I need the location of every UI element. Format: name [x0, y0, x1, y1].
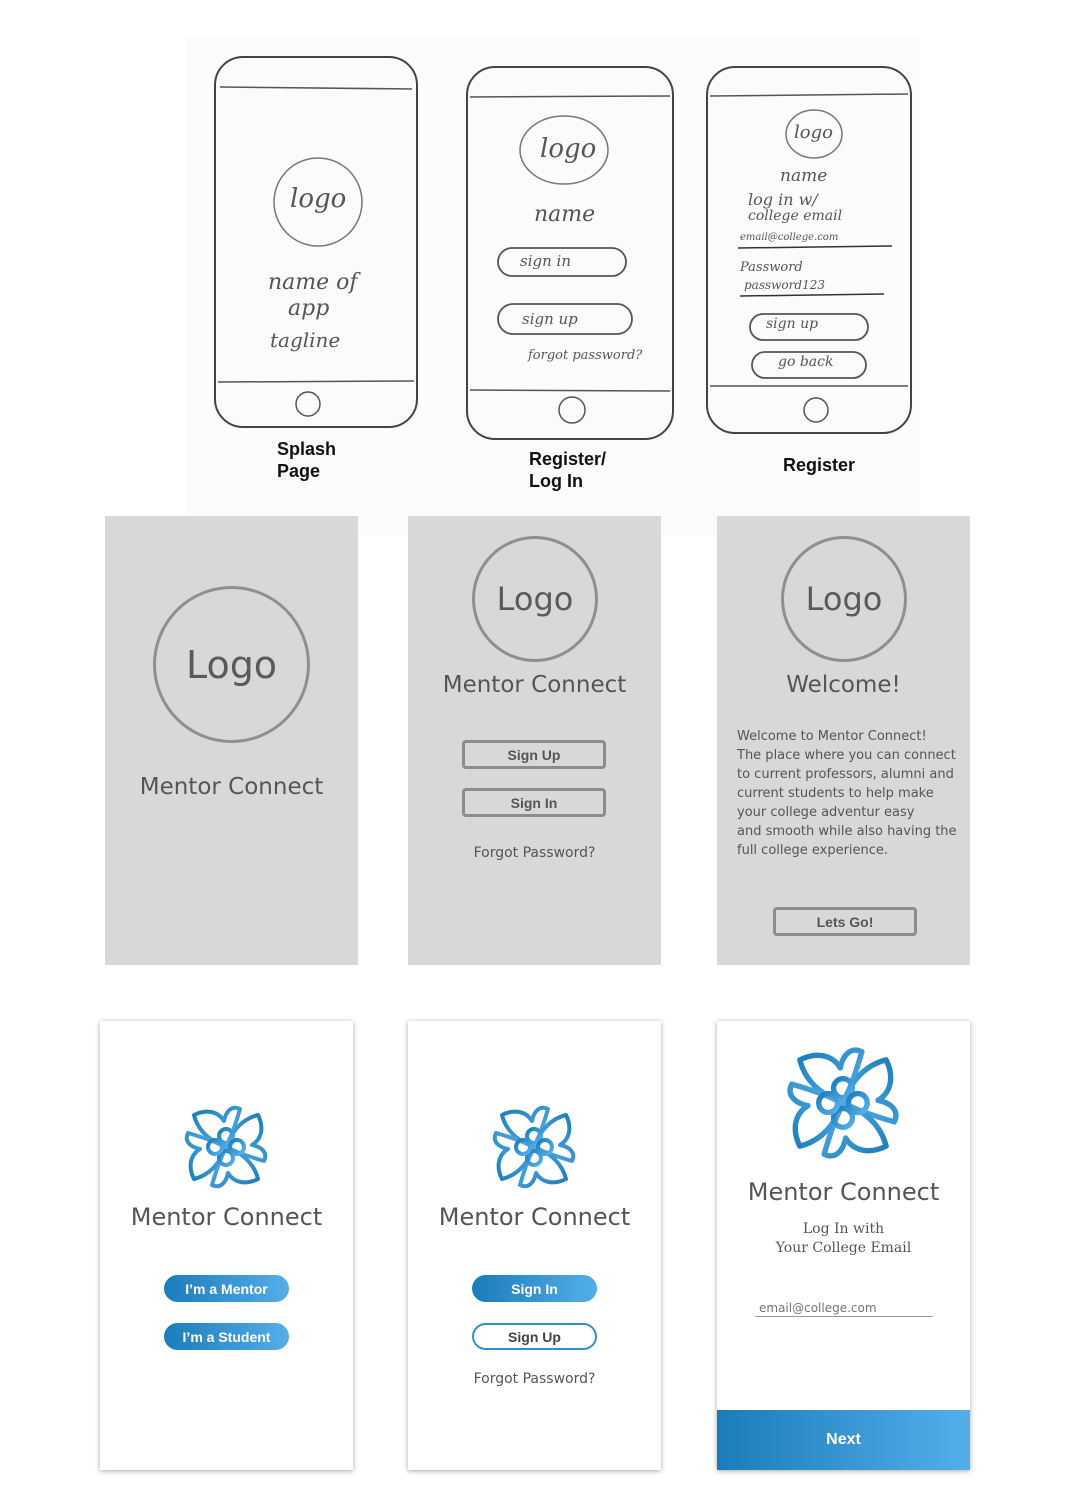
forgot-password-link[interactable]: Forgot Password?	[473, 1371, 596, 1387]
login-subtitle-1: Log In with	[802, 1221, 885, 1237]
sketch-sign-in: sign in	[520, 252, 571, 270]
app-title: Mentor Connect	[747, 1178, 940, 1206]
sketch-logo-text: logo	[794, 122, 833, 143]
sketch-phone-register: logo name log in w/ college email email@…	[704, 64, 914, 436]
sketch-line-3: tagline	[270, 328, 341, 352]
sketch-phone-splash: logo name of app tagline	[212, 54, 420, 430]
welcome-line: full college experience.	[737, 843, 889, 858]
sign-up-button[interactable]: Sign Up	[472, 1323, 597, 1350]
next-button[interactable]: Next	[717, 1410, 970, 1470]
sketch-phone-outline	[706, 66, 912, 434]
wireframe-splash: Logo Mentor Connect	[105, 516, 358, 965]
welcome-line: The place where you can connect	[737, 748, 956, 763]
sketch-phone-outline	[466, 66, 674, 440]
mentor-connect-logo-icon	[184, 1105, 268, 1189]
sketch-password-value: password123	[744, 278, 825, 292]
sketch-password-label: Password	[740, 260, 803, 275]
sketch-name-text: name	[780, 166, 828, 186]
app-title: Mentor Connect	[442, 672, 627, 698]
caption-register: Register	[783, 455, 856, 475]
sketch-phone-login: logo name sign in sign up forgot passwor…	[464, 64, 676, 442]
sketch-sign-up: sign up	[522, 310, 578, 328]
caption-register-login: Register/ Log In	[529, 449, 607, 491]
wireframe-login: Logo Mentor Connect Sign Up Sign In Forg…	[408, 516, 661, 965]
mockup-email-login: Mentor Connect Log In with Your College …	[717, 1021, 970, 1470]
welcome-line: your college adventur easy	[737, 805, 915, 820]
welcome-title: Welcome!	[786, 672, 901, 698]
app-title: Mentor Connect	[139, 774, 324, 800]
welcome-line: Welcome to Mentor Connect!	[737, 729, 927, 744]
sketch-email-value: email@college.com	[740, 232, 839, 243]
mentor-connect-logo-icon	[781, 1041, 905, 1165]
sketch-name-text: name	[534, 202, 596, 227]
app-title: Mentor Connect	[130, 1203, 323, 1231]
mentor-connect-logo-icon	[492, 1105, 576, 1189]
im-a-student-button[interactable]: I’m a Student	[164, 1323, 289, 1350]
sketch-sign-up: sign up	[766, 316, 819, 332]
login-subtitle-2: Your College Email	[775, 1240, 912, 1256]
sketch-logo-text: logo	[290, 184, 347, 214]
logo-placeholder: Logo	[472, 536, 598, 662]
welcome-line: to current professors, alumni and	[737, 767, 954, 782]
sketch-area	[186, 36, 920, 536]
logo-placeholder: Logo	[781, 536, 907, 662]
welcome-body: Welcome to Mentor Connect! The place whe…	[737, 727, 967, 860]
sketch-go-back: go back	[778, 354, 834, 370]
sketch-line-1: name of	[268, 270, 358, 295]
sketch-line-2: app	[288, 296, 330, 321]
sign-in-button[interactable]: Sign In	[462, 788, 606, 817]
sketch-phone-outline	[214, 56, 418, 428]
forgot-password-link[interactable]: Forgot Password?	[473, 845, 596, 861]
sketch-logo-text: logo	[540, 134, 597, 164]
welcome-line: and smooth while also having the	[737, 824, 957, 839]
sign-in-button[interactable]: Sign In	[472, 1275, 597, 1302]
mockup-choose-role: Mentor Connect I’m a Mentor I’m a Studen…	[100, 1021, 353, 1470]
im-a-mentor-button[interactable]: I’m a Mentor	[164, 1275, 289, 1302]
sketch-forgot: forgot password?	[528, 348, 643, 363]
email-field[interactable]	[755, 1299, 933, 1317]
sketch-login-line: log in w/	[748, 190, 818, 209]
app-title: Mentor Connect	[438, 1203, 631, 1231]
wireframe-welcome: Logo Welcome! Welcome to Mentor Connect!…	[717, 516, 970, 965]
logo-placeholder: Logo	[153, 586, 310, 743]
welcome-line: current students to help make	[737, 786, 934, 801]
mockup-login: Mentor Connect Sign In Sign Up Forgot Pa…	[408, 1021, 661, 1470]
sketch-email-line: college email	[748, 208, 843, 224]
sign-up-button[interactable]: Sign Up	[462, 740, 606, 769]
caption-splash: Splash Page	[277, 439, 337, 481]
lets-go-button[interactable]: Lets Go!	[773, 907, 917, 936]
